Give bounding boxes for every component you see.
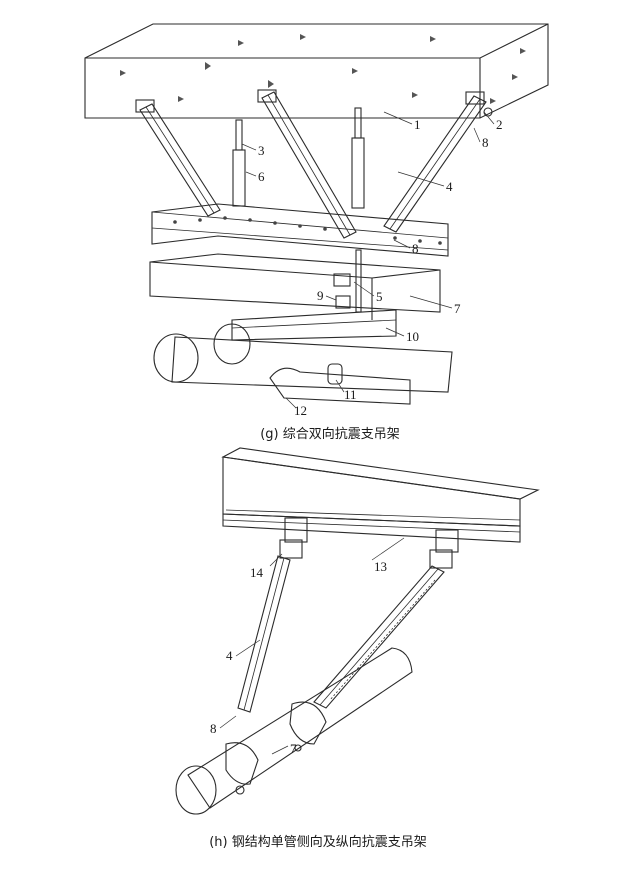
labels-g: 1 2 3 4 5 6 7 8 8 9 10 11 12 (258, 117, 503, 418)
figure-g: 1 2 3 4 5 6 7 8 8 9 10 11 12 (g) 综合双向抗震支… (84, 23, 549, 442)
caption-g: (g) 综合双向抗震支吊架 (260, 426, 400, 442)
beam-clamps (279, 517, 459, 569)
label-g-10: 10 (406, 329, 419, 344)
label-g-8b: 8 (412, 241, 419, 256)
label-g-7: 7 (454, 301, 461, 316)
label-g-4: 4 (446, 179, 453, 194)
label-g-2: 2 (496, 117, 503, 132)
concrete-slab (84, 23, 549, 119)
label-h-4: 4 (226, 648, 233, 663)
label-g-3: 3 (258, 143, 265, 158)
label-g-5: 5 (376, 289, 383, 304)
label-g-11: 11 (344, 387, 357, 402)
label-h-14: 14 (250, 565, 264, 580)
hanger-rods (232, 107, 365, 313)
labels-h: 13 14 4 8 7 (210, 559, 387, 756)
braces-h (237, 555, 445, 713)
label-g-1: 1 (414, 117, 421, 132)
label-g-8a: 8 (482, 135, 489, 150)
label-h-8: 8 (210, 721, 217, 736)
pipes (153, 323, 453, 405)
upper-channel (151, 203, 449, 257)
steel-i-beam (221, 447, 540, 543)
label-h-7: 7 (290, 741, 297, 756)
pipe-h (175, 647, 413, 815)
label-h-13: 13 (374, 559, 387, 574)
figure-h: 13 14 4 8 7 (h) 钢结构单管侧向及纵向抗震支吊架 (175, 447, 540, 850)
diagonal-braces (135, 89, 493, 239)
label-g-12: 12 (294, 403, 307, 418)
leader-lines-g (241, 111, 495, 409)
caption-h: (h) 钢结构单管侧向及纵向抗震支吊架 (209, 834, 427, 850)
rectangular-duct (149, 253, 441, 320)
label-g-9: 9 (317, 288, 324, 303)
leader-lines-h (219, 537, 405, 755)
lower-channel (231, 309, 397, 341)
label-g-6: 6 (258, 169, 265, 184)
